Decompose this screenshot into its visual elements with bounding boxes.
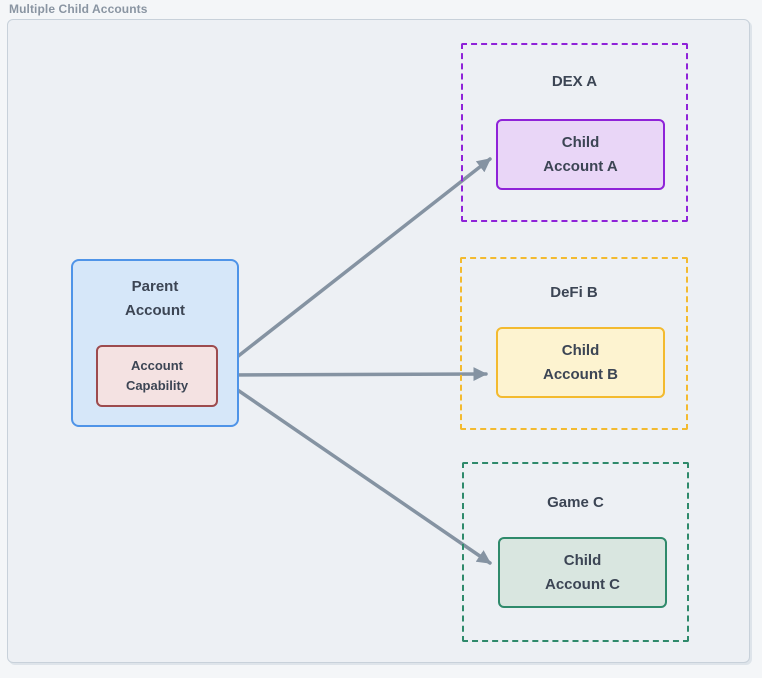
diagram-canvas: Parent Account Account Capability DEX A … <box>7 19 750 663</box>
account-capability-node: Account Capability <box>96 345 218 407</box>
child-account-c-node: Child Account C <box>498 537 667 608</box>
child-c-label-line2: Account C <box>545 575 620 593</box>
parent-label-line1: Parent <box>131 278 179 295</box>
child-b-label-line2: Account B <box>543 365 618 383</box>
parent-account-label: Parent Account <box>73 275 237 323</box>
parent-account-node: Parent Account Account Capability <box>71 259 239 427</box>
child-a-label-line2: Account A <box>543 157 618 175</box>
parent-label-line2: Account <box>125 302 185 319</box>
group-game-c-label: Game C <box>547 494 604 511</box>
child-c-label-line1: Child <box>563 551 602 569</box>
group-defi-b-label: DeFi B <box>550 284 598 301</box>
child-b-label-line1: Child <box>561 341 600 359</box>
arrow-capability-to-child-a <box>221 157 492 370</box>
arrow-capability-to-child-c <box>221 378 492 565</box>
group-dex-a: DEX A Child Account A <box>461 43 688 222</box>
arrow-capability-to-child-b <box>221 367 488 382</box>
child-account-a-node: Child Account A <box>496 119 665 190</box>
group-defi-b: DeFi B Child Account B <box>460 257 688 430</box>
diagram-title: Multiple Child Accounts <box>9 2 148 16</box>
group-game-c: Game C Child Account C <box>462 462 689 642</box>
group-dex-a-label: DEX A <box>551 73 598 90</box>
child-a-label-line1: Child <box>561 133 600 151</box>
capability-label-line1: Account <box>131 358 183 373</box>
child-account-b-node: Child Account B <box>496 327 665 398</box>
capability-label-line2: Capability <box>125 378 189 393</box>
